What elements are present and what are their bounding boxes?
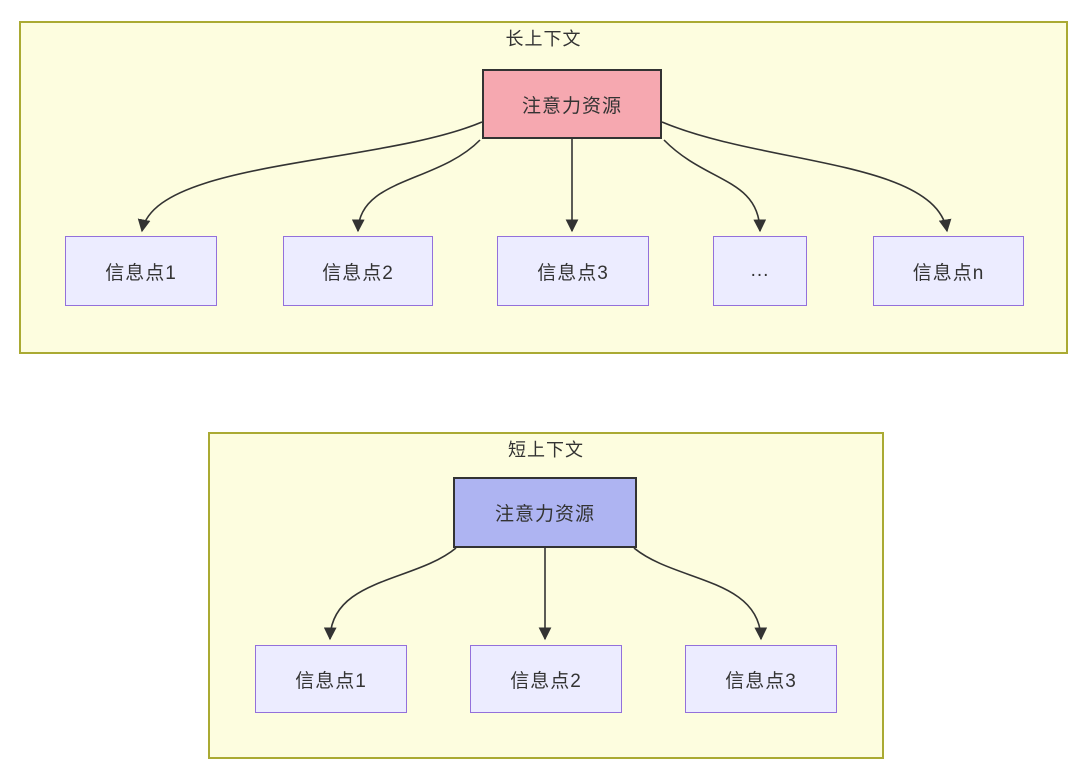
short-info-node-1: 信息点1 — [255, 645, 407, 713]
long-attention-node: 注意力资源 — [482, 69, 662, 139]
edge-long-attention-to-info-dots — [663, 139, 767, 233]
short-context-title: 短上下文 — [508, 440, 584, 460]
edge-short-attention-to-info3 — [633, 547, 768, 641]
long-info-label-dots: ... — [750, 260, 770, 281]
edge-long-attention-to-info-n — [661, 121, 952, 233]
long-info-node-3: 信息点3 — [497, 236, 649, 306]
short-attention-label: 注意力资源 — [494, 504, 595, 525]
long-context-title: 长上下文 — [505, 29, 582, 49]
edge-short-attention-to-info1 — [323, 547, 457, 641]
long-info-node-n: 信息点n — [873, 236, 1024, 306]
long-info-label-3: 信息点3 — [537, 262, 609, 284]
short-attention-node: 注意力资源 — [453, 477, 637, 548]
long-info-node-dots: ... — [713, 236, 807, 306]
long-info-label-2: 信息点2 — [322, 262, 394, 284]
long-info-node-2: 信息点2 — [283, 236, 433, 306]
long-info-node-1: 信息点1 — [65, 236, 217, 306]
long-attention-label: 注意力资源 — [521, 95, 622, 117]
short-info-node-3: 信息点3 — [685, 645, 837, 713]
short-info-label-1: 信息点1 — [295, 670, 367, 692]
long-info-label-n: 信息点n — [912, 262, 985, 284]
short-info-node-2: 信息点2 — [470, 645, 622, 713]
edge-long-attention-to-info1 — [137, 121, 483, 233]
edge-long-attention-to-info2 — [351, 139, 481, 233]
short-info-label-3: 信息点3 — [725, 670, 797, 692]
long-info-label-1: 信息点1 — [105, 262, 177, 284]
short-info-label-2: 信息点2 — [510, 670, 582, 692]
